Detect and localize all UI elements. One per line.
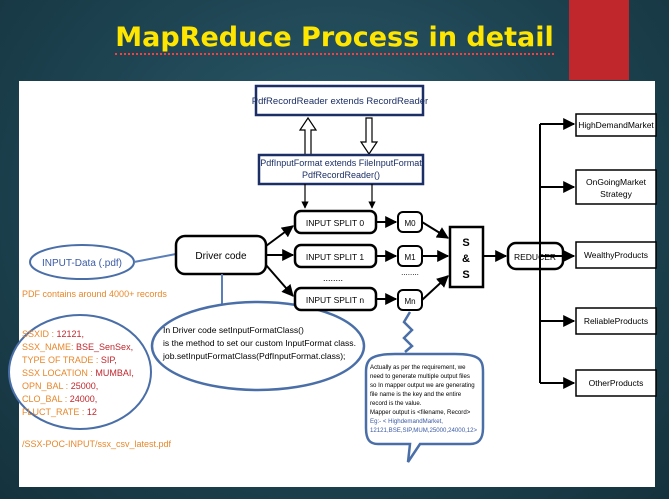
diagram-panel <box>19 81 655 487</box>
pdf-input-format-label: PdfInputFormat extends FileInputFormat <box>260 158 422 168</box>
mapper-note-line-8: 12121,BSE,SIP,MUM,25000,24000,12> <box>370 427 478 434</box>
mapper-note-line-6: Mapper output is <filename, Record> <box>370 409 471 416</box>
driver-note-ellipse: In Driver code setInputFormatClass() is … <box>150 300 366 392</box>
output-ongoing-label-2: Strategy <box>600 189 632 199</box>
input-split-n-label: INPUT SPLIT n <box>306 295 365 305</box>
input-split-1: INPUT SPLIT 1 <box>293 243 378 269</box>
field-ssx-name: SSX_NAME: BSE_SenSex, <box>22 342 133 352</box>
reducer-label: REDUCER <box>514 252 556 262</box>
driver-note-line-2: is the method to set our custom InputFor… <box>163 338 356 348</box>
pdf-records-note: PDF contains around 4000+ records <box>22 289 167 299</box>
accent-tab <box>569 0 629 80</box>
pdf-input-format-box: PdfInputFormat extends FileInputFormat P… <box>257 153 425 186</box>
input-split-n: INPUT SPLIT n <box>293 286 378 312</box>
input-split-1-label: INPUT SPLIT 1 <box>306 252 365 262</box>
field-location: SSX LOCATION : MUMBAI, <box>22 368 134 378</box>
pdf-record-reader-call-label: PdfRecordReader() <box>302 170 380 180</box>
split-to-mapper-arrows <box>376 216 398 305</box>
mapper-to-shuffle-arrows <box>421 221 450 301</box>
mapper-ellipsis: ........ <box>401 268 419 277</box>
input-path: /SSX-POC-INPUT/ssx_csv_latest.pdf <box>22 439 172 449</box>
hollow-down-arrow <box>359 117 379 156</box>
mapper-note-callout: Actually as per the requirement, we need… <box>364 311 485 463</box>
shuffle-s-label: S <box>462 237 469 249</box>
hollow-up-arrow <box>298 116 318 157</box>
output-other-products: OtherProducts <box>575 369 657 397</box>
input-split-0-label: INPUT SPLIT 0 <box>306 218 365 228</box>
driver-to-splits-arrows <box>265 225 295 297</box>
output-wealthy-label: WealthyProducts <box>584 250 648 260</box>
mapper-note-line-2: need to generate multiple output files <box>370 373 470 380</box>
record-fields-node: SSXID : 12121, SSX_NAME: BSE_SenSex, TYP… <box>8 314 152 430</box>
driver-code-node: Driver code <box>174 234 268 276</box>
mapper-note-line-7: Eg:- < HighdemandMarket, <box>370 418 443 425</box>
sort-s-label: S <box>462 269 469 281</box>
output-wealthy-products: WealthyProducts <box>575 241 657 269</box>
mapper-note-line-1: Actually as per the requirement, we <box>370 364 466 371</box>
pdf-record-reader-box: PdfRecordReader extends RecordReader <box>252 84 428 117</box>
split-ellipsis: ........ <box>323 273 343 283</box>
field-trade-type: TYPE OF TRADE : SIP, <box>22 355 117 365</box>
mapper-m0: M0 <box>397 211 423 233</box>
lightning-connector <box>402 311 414 353</box>
mapper-note-line-3: so In mapper output we are generating <box>370 382 475 389</box>
shuffle-amp-label: & <box>462 253 470 265</box>
mapper-note-line-4: file name is the key and the entire <box>370 391 462 398</box>
reducer-fanout-arrows <box>539 118 576 389</box>
output-ongoing-label-1: OnGoingMarket <box>586 177 647 187</box>
mapper-m0-label: M0 <box>404 219 416 228</box>
output-high-demand-market: HighDemandMarket <box>575 113 657 137</box>
mapper-note-line-5: record is the value. <box>370 400 422 407</box>
output-ongoing-market-strategy: OnGoingMarket Strategy <box>575 169 657 205</box>
output-reliable-label: ReliableProducts <box>584 316 648 326</box>
mapper-m1-label: M1 <box>404 253 416 262</box>
driver-note-line-1: In Driver code setInputFormatClass() <box>163 325 304 335</box>
input-split-0: INPUT SPLIT 0 <box>293 209 378 235</box>
reader-format-link <box>298 116 379 157</box>
field-opn-bal: OPN_BAL : 25000, <box>22 381 98 391</box>
output-other-label: OtherProducts <box>589 378 644 388</box>
output-high-demand-label: HighDemandMarket <box>578 120 654 130</box>
mapper-mn: Mn <box>397 289 423 311</box>
shuffle-sort-node: S & S <box>448 225 485 289</box>
field-clo-bal: CLO_BAL : 24000, <box>22 394 97 404</box>
input-data-node: INPUT-Data (.pdf) <box>29 244 135 280</box>
mapper-m1: M1 <box>397 245 423 267</box>
slide-title: MapReduce Process in detail <box>115 22 554 55</box>
input-data-label: INPUT-Data (.pdf) <box>42 258 122 269</box>
field-fluct-rate: FLUCT_RATE : 12 <box>22 407 97 417</box>
pdf-record-reader-label: PdfRecordReader extends RecordReader <box>252 96 428 107</box>
mapper-mn-label: Mn <box>404 297 415 306</box>
driver-code-label: Driver code <box>195 251 247 262</box>
field-ssxid: SSXID : 12121, <box>22 329 84 339</box>
format-to-split-arrows <box>301 184 376 209</box>
output-reliable-products: ReliableProducts <box>575 307 657 335</box>
driver-note-line-3: job.setInputFormatClass(PdfInputFormat.c… <box>162 351 345 361</box>
input-to-driver-connector <box>133 253 177 263</box>
